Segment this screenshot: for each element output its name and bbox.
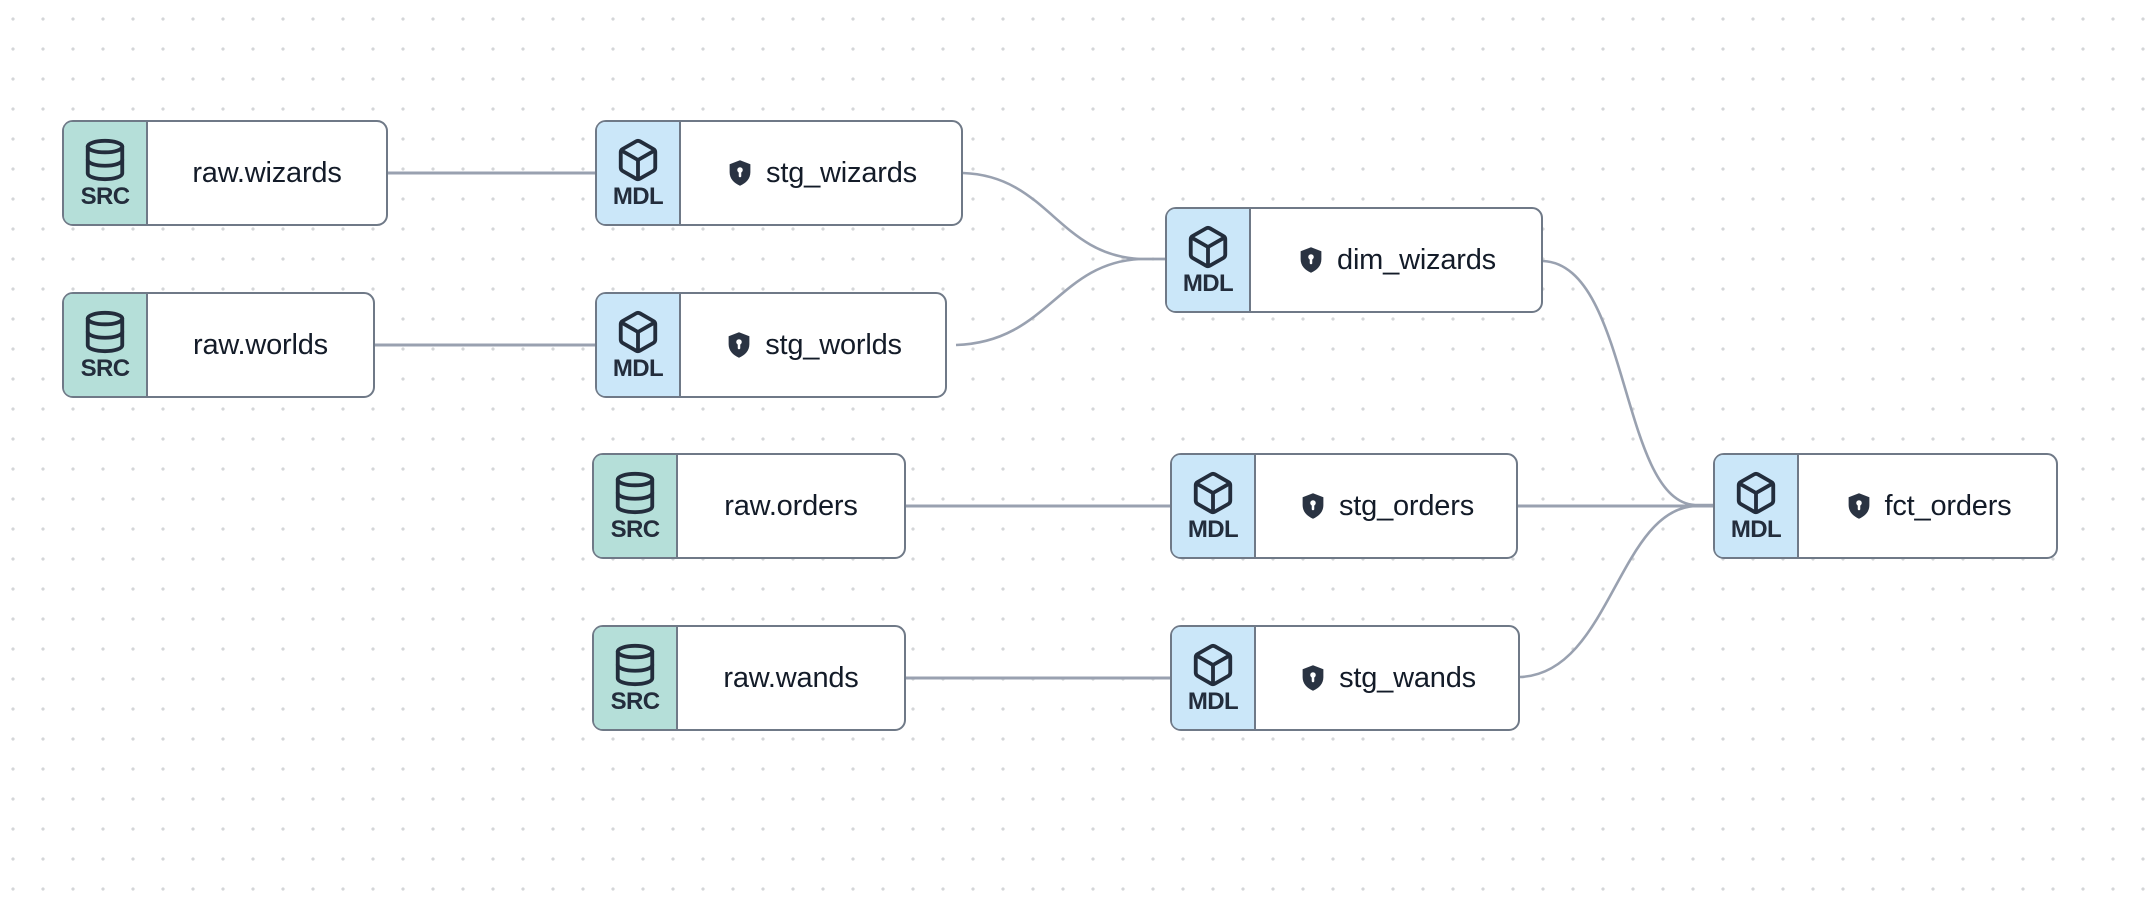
node-label: fct_orders [1884,489,2012,522]
node-body: raw.worlds [148,294,373,396]
badge-label: SRC [610,688,660,715]
node-raw-worlds[interactable]: SRC raw.worlds [62,292,375,398]
edge-dim_wizards-fct_orders [1542,259,1713,507]
model-type-badge: MDL [1167,209,1251,311]
cube-icon [1193,471,1233,515]
badge-label: MDL [1182,270,1234,297]
badge-label: MDL [612,183,664,210]
edge-stg_wands-fct_orders [1519,504,1713,679]
node-label: raw.worlds [193,328,328,361]
node-raw-wands[interactable]: SRC raw.wands [592,625,906,731]
node-body: raw.wizards [148,122,386,224]
database-icon [85,310,125,354]
shield-lock-icon [729,160,751,186]
node-label: raw.wizards [192,156,342,189]
cube-icon [1188,225,1228,269]
model-type-badge: MDL [597,294,681,396]
model-type-badge: MDL [1715,455,1799,557]
node-body: fct_orders [1799,455,2056,557]
cube-icon [1193,643,1233,687]
node-label: stg_worlds [765,328,902,361]
model-type-badge: MDL [1172,455,1256,557]
cube-icon [1736,471,1776,515]
cube-icon [618,310,658,354]
node-label: stg_wizards [766,156,917,189]
shield-lock-icon [1848,493,1869,519]
node-body: stg_wands [1256,627,1518,729]
node-body: dim_wizards [1251,209,1541,311]
node-label: stg_wands [1339,661,1476,694]
shield-lock-icon [1302,665,1324,691]
source-type-badge: SRC [594,455,678,557]
source-type-badge: SRC [64,294,148,396]
node-stg-orders[interactable]: MDL stg_orders [1170,453,1518,559]
shield-lock-icon [1302,493,1324,519]
node-body: raw.wands [678,627,904,729]
database-icon [615,471,655,515]
node-raw-orders[interactable]: SRC raw.orders [592,453,906,559]
badge-label: MDL [612,355,664,382]
badge-label: SRC [610,516,660,543]
edge-stg_worlds-dim_wizards [955,257,1165,347]
source-type-badge: SRC [594,627,678,729]
node-body: stg_worlds [681,294,945,396]
model-type-badge: MDL [597,122,681,224]
node-stg-worlds[interactable]: MDL stg_worlds [595,292,947,398]
model-type-badge: MDL [1172,627,1256,729]
node-label: stg_orders [1338,489,1474,522]
shield-lock-icon [728,332,750,358]
badge-label: SRC [80,355,130,382]
node-raw-wizards[interactable]: SRC raw.wizards [62,120,388,226]
node-fct-orders[interactable]: MDL fct_orders [1713,453,2058,559]
node-label: raw.orders [724,489,858,522]
node-stg-wands[interactable]: MDL stg_wands [1170,625,1520,731]
edge-stg_wizards-dim_wizards [962,171,1165,261]
node-stg-wizards[interactable]: MDL stg_wizards [595,120,963,226]
node-dim-wizards[interactable]: MDL dim_wizards [1165,207,1543,313]
badge-label: SRC [80,183,130,210]
node-body: raw.orders [678,455,904,557]
database-icon [85,138,125,182]
node-body: stg_orders [1256,455,1516,557]
cube-icon [618,138,658,182]
database-icon [615,643,655,687]
source-type-badge: SRC [64,122,148,224]
badge-label: MDL [1187,516,1239,543]
node-body: stg_wizards [681,122,961,224]
node-label: dim_wizards [1337,243,1496,276]
shield-lock-icon [1300,247,1322,273]
badge-label: MDL [1730,516,1782,543]
node-label: raw.wands [723,661,859,694]
badge-label: MDL [1187,688,1239,715]
